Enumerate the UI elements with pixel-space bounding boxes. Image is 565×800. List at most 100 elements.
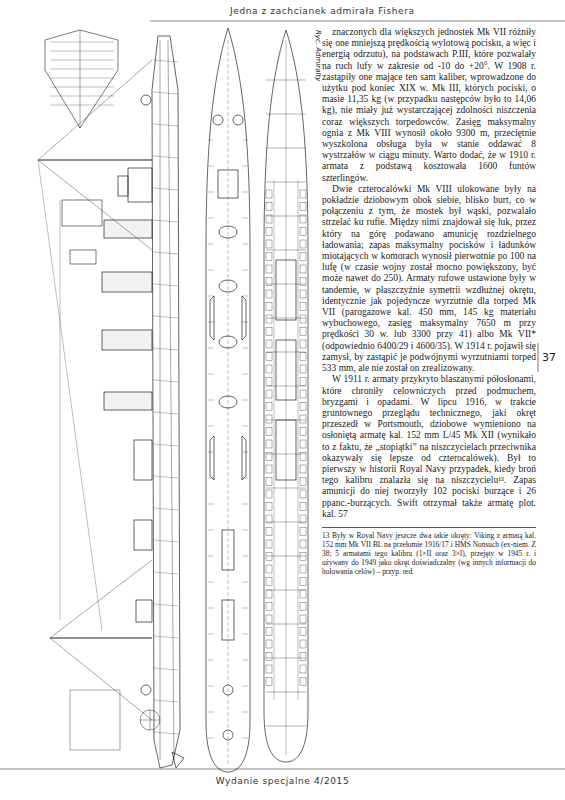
deck-tick (242, 400, 248, 401)
hatch-line (50, 105, 114, 106)
frame-line (153, 220, 178, 222)
page-number: 37 (542, 351, 556, 364)
deck-tick (208, 218, 214, 219)
deck-tick (208, 296, 214, 297)
deck-tick (208, 660, 214, 661)
berth-mark (300, 578, 306, 586)
berth-mark (266, 390, 272, 398)
bulkhead-line (266, 182, 306, 183)
deck-tick (208, 530, 214, 531)
deck-tick (208, 504, 214, 505)
deck-tick (242, 504, 248, 505)
frame-line (153, 316, 178, 318)
frame-line (153, 412, 178, 414)
berth-mark (300, 378, 306, 386)
deck-tick (208, 738, 214, 739)
frame-line (153, 124, 178, 126)
berth-mark (300, 590, 306, 598)
deck-tick (208, 348, 214, 349)
running-footer: Wydanie specjalne 4/2015 (0, 776, 565, 786)
berth-mark (266, 478, 272, 486)
deck-tick (242, 270, 248, 271)
deck-tick (242, 660, 248, 661)
berth-mark (300, 640, 306, 648)
berth-mark (266, 490, 272, 498)
frame-line (153, 92, 178, 94)
berth-mark (300, 565, 306, 573)
frame-line (153, 540, 178, 542)
berth-mark (300, 353, 306, 361)
berth-mark (300, 665, 306, 673)
berth-mark (300, 390, 306, 398)
deck-tick (242, 140, 248, 141)
bridge-plan-inset (45, 30, 118, 264)
body-paragraph: Dwie czterocalówki Mk VIII ulokowane był… (322, 184, 536, 374)
footnote: 13 Były w Royal Navy jeszcze dwa takie o… (322, 527, 536, 577)
hatch-line (50, 42, 114, 43)
berth-mark (300, 678, 306, 686)
berth-mark (266, 615, 272, 623)
berth-mark (266, 228, 272, 236)
hatch-line (50, 96, 114, 97)
bulkhead-line (266, 148, 306, 149)
frame-line (153, 604, 178, 606)
berth-mark (300, 440, 306, 448)
berth-mark (300, 465, 306, 473)
bulkhead-line (266, 488, 306, 489)
deck-tick (208, 270, 214, 271)
frame-line (153, 188, 178, 190)
deck-tick (208, 608, 214, 609)
berth-mark (266, 653, 272, 661)
deck-tick (242, 634, 248, 635)
deck-tick (208, 712, 214, 713)
deck-tick (242, 556, 248, 557)
frame-line (153, 252, 178, 254)
deck-tick (208, 166, 214, 167)
berth-mark (266, 628, 272, 636)
bulkhead-line (266, 114, 306, 115)
frame-line (153, 668, 178, 670)
deck-tick (242, 452, 248, 453)
berth-mark (266, 303, 272, 311)
deck-tick (208, 426, 214, 427)
berth-mark (266, 378, 272, 386)
side-elevation (38, 36, 184, 768)
hatch-line (50, 69, 114, 70)
deck-tick (242, 426, 248, 427)
deck-tick (242, 478, 248, 479)
berth-mark (300, 415, 306, 423)
deck-tick (242, 244, 248, 245)
deck-plan (206, 28, 250, 772)
frame-line (153, 476, 178, 478)
berth-mark (266, 503, 272, 511)
berth-mark (266, 278, 272, 286)
deck-tick (242, 166, 248, 167)
deck-tick (208, 452, 214, 453)
hatch-line (50, 51, 114, 52)
figure-credit: Ryc. Admiralty (314, 30, 322, 81)
berth-mark (266, 328, 272, 336)
berth-mark (266, 365, 272, 373)
berth-mark (266, 515, 272, 523)
deck-tick (208, 478, 214, 479)
berth-mark (300, 303, 306, 311)
berth-mark (266, 403, 272, 411)
deck-tick (242, 686, 248, 687)
berth-mark (300, 278, 306, 286)
berth-mark (300, 490, 306, 498)
frame-line (153, 284, 178, 286)
deck-tick (208, 244, 214, 245)
frame-line (153, 636, 178, 638)
berth-mark (266, 353, 272, 361)
berth-mark (300, 628, 306, 636)
frame-line (153, 348, 178, 350)
body-paragraph: W 1911 r. armaty przykryto blaszanymi pó… (322, 374, 536, 520)
frame-line (153, 700, 178, 702)
berth-mark (300, 503, 306, 511)
berth-mark (300, 365, 306, 373)
berth-mark (300, 315, 306, 323)
deck-tick (208, 400, 214, 401)
body-paragraph: znaczonych dla większych jednostek Mk VI… (322, 27, 536, 184)
berth-mark (266, 603, 272, 611)
berth-mark (266, 465, 272, 473)
